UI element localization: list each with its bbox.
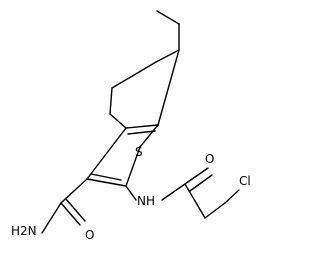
ring-c3a-c7a-bond: [125, 124, 159, 129]
acyl-c-o-double-bond: [189, 174, 213, 192]
thiophene-c2-c3-double-bond: [90, 173, 122, 181]
thiophene-s-c2-bond: [125, 146, 141, 187]
sulfur-atom-label: S: [135, 145, 143, 159]
thiophene-c3a-c3-bond: [86, 127, 127, 180]
chlorine-atom-label: Cl: [239, 174, 251, 188]
carboxamide-bond: [60, 178, 88, 204]
ch2-cl-bond: [224, 189, 240, 204]
ring-c4-c5-bond: [109, 87, 113, 115]
ethyl-ch3-ch2-bond: [156, 10, 180, 25]
thiophene-c2-c3-bond: [86, 178, 127, 187]
ring-c5-c6-bond: [111, 61, 157, 89]
ring-c3a-c4-bond: [109, 113, 127, 129]
molecule-structure-diagram: S NH H2N O O Cl: [11, 10, 251, 242]
acyl-oxygen-atom-label: O: [205, 152, 214, 166]
carboxamide-c-o-bond: [60, 202, 81, 226]
c2-nh-bond: [125, 185, 137, 201]
acyl-c-ch2-bond: [184, 183, 206, 219]
ring-c6-c7-bond: [155, 49, 180, 63]
thiophene-c7a-s-bond: [139, 124, 159, 148]
acyl-c-o-bond: [184, 167, 209, 185]
carboxamide-nh2-bond: [41, 202, 62, 234]
ring-c3a-c7a-double-bond: [127, 130, 156, 135]
amide-nitrogen-atom-label: NH: [137, 194, 155, 208]
carboxamide-c-o-double-bond: [65, 198, 86, 222]
ch2-ch2-bond: [204, 202, 226, 219]
nh-acyl-c-bond: [161, 183, 186, 201]
ring-c7-c7a-bond: [157, 49, 180, 126]
amine-group-label: H2N: [11, 224, 37, 238]
carboxamide-oxygen-atom-label: O: [85, 228, 94, 242]
